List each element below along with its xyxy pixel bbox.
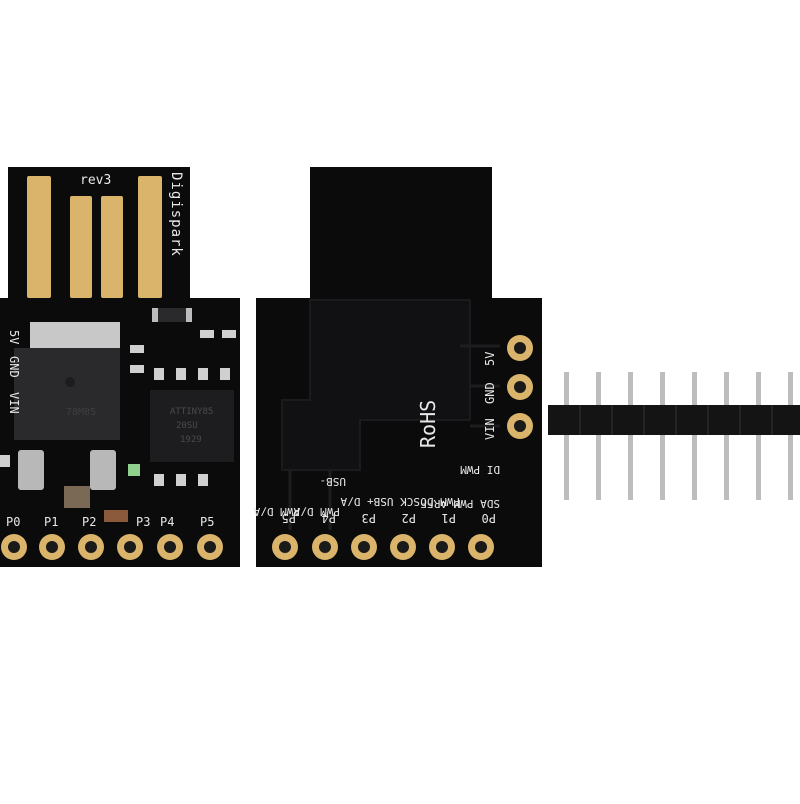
capacitor	[104, 510, 128, 522]
function-label: SDA PWM ARFF	[421, 497, 500, 510]
pin-label: P3	[136, 515, 150, 529]
resistor-array	[0, 330, 236, 486]
chip-line: ATTINY85	[170, 407, 213, 417]
usb-contact	[101, 196, 123, 298]
back-board: RoHS VIN GND 5V PWM D/A PWM D/A SCK USB+…	[253, 167, 542, 567]
back-pin-label: P2	[402, 511, 416, 525]
function-label: SCK USB+ D/A	[340, 495, 420, 508]
back-pin-label: P3	[362, 511, 376, 525]
back-power-label-5v: 5V	[483, 352, 497, 366]
back-power-pads	[507, 335, 533, 439]
back-pin-label: P1	[442, 511, 456, 525]
header-pins	[564, 372, 793, 500]
pin-label: P4	[160, 515, 174, 529]
front-board: rev3 Digispark 78M05 5V GND VIN	[0, 167, 240, 567]
regulator-marking: 78M05	[66, 407, 96, 418]
back-pin-label: P0	[482, 511, 496, 525]
power-label-5v: 5V	[7, 330, 21, 344]
pin-label: P2	[82, 515, 96, 529]
usb-minus-label: USB-	[320, 475, 347, 488]
voltage-regulator: 78M05	[14, 322, 120, 490]
pin-label: P0	[6, 515, 20, 529]
back-pin-label: P4	[322, 511, 336, 525]
brand-label: Digispark	[168, 172, 184, 257]
capacitor	[64, 486, 90, 508]
usb-contact	[27, 176, 51, 298]
function-label: DI PWM	[460, 463, 500, 476]
pin-header	[548, 372, 800, 500]
front-pin-pads	[1, 534, 223, 560]
back-power-label-vin: VIN	[483, 418, 497, 440]
chip-line: 20SU	[176, 421, 198, 431]
microcontroller-chip: ATTINY85 20SU 1929	[150, 390, 234, 462]
back-power-label-gnd: GND	[483, 382, 497, 404]
usb-contact	[70, 196, 92, 298]
usb-contact	[138, 176, 162, 298]
pin-label: P1	[44, 515, 58, 529]
led	[128, 464, 140, 476]
back-pin-label: P5	[282, 511, 296, 525]
function-label: PWM D/A	[293, 505, 340, 518]
chip-line: 1929	[180, 435, 202, 445]
revision-label: rev3	[80, 173, 111, 188]
rohs-label: RoHS	[416, 400, 440, 448]
power-label-vin: VIN	[7, 392, 21, 414]
pin-label: P5	[200, 515, 214, 529]
power-label-gnd: GND	[7, 356, 21, 378]
back-pin-pads	[272, 534, 494, 560]
function-label: PWM DO	[420, 495, 460, 508]
header-plastic-strip	[548, 405, 800, 435]
diode	[152, 308, 192, 322]
function-label: PWM D/A	[253, 505, 300, 518]
